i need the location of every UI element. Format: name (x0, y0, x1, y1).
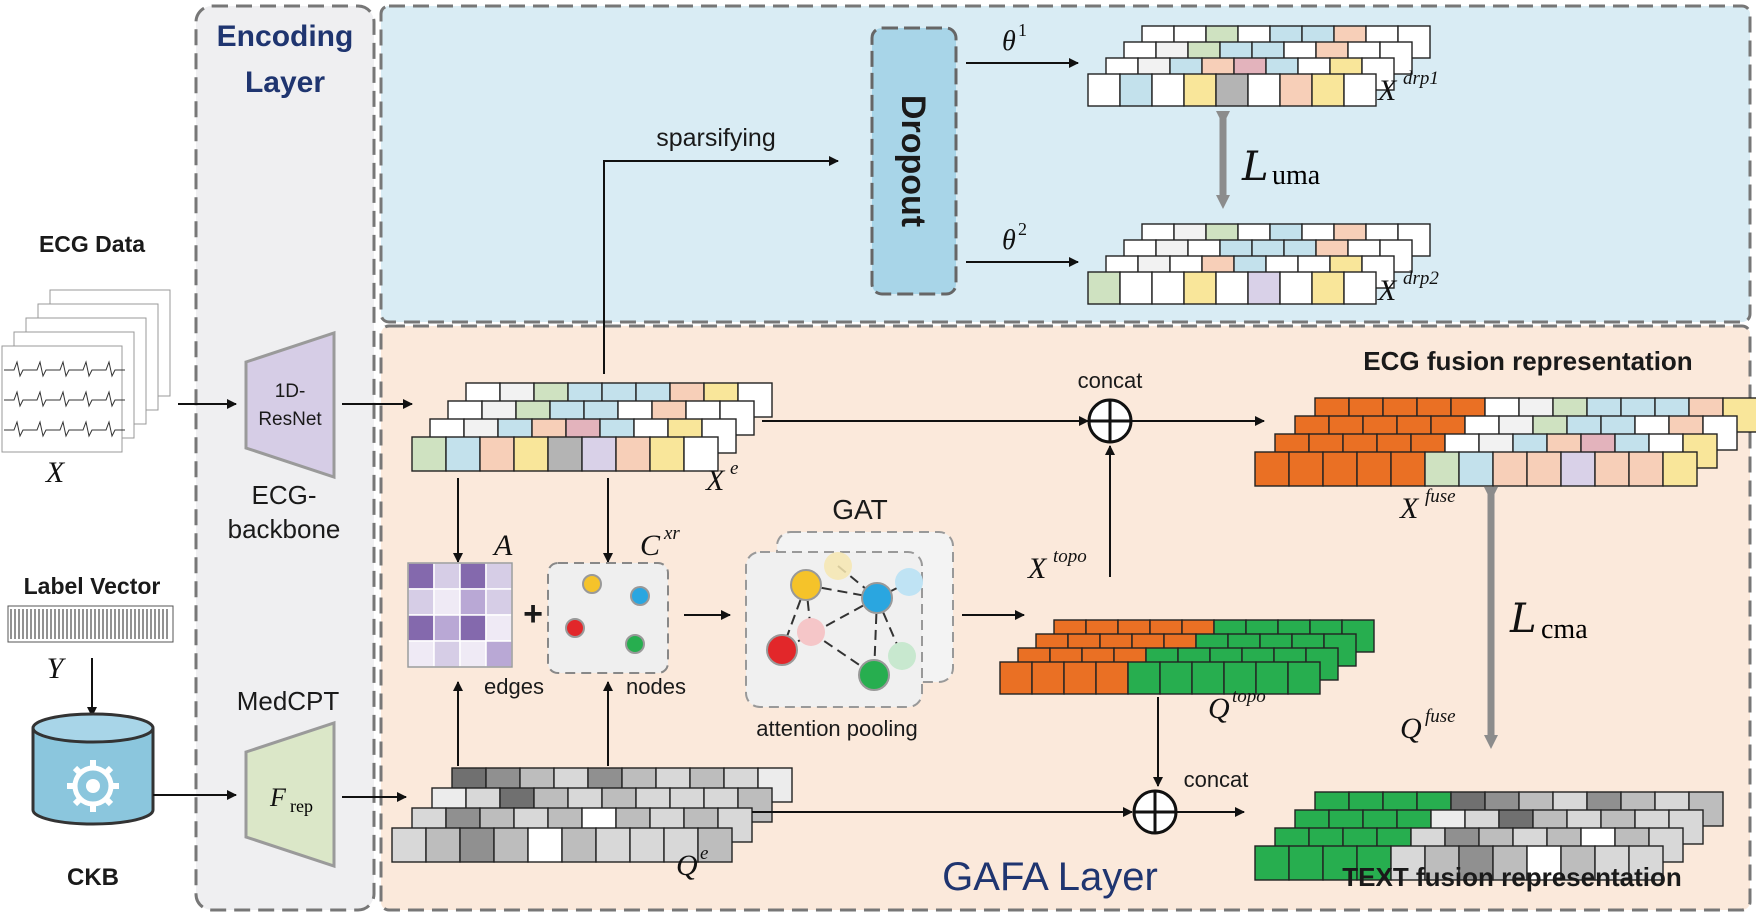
frep-trapezoid (244, 720, 336, 869)
xfuse-sup: fuse (1425, 486, 1456, 507)
ecg-data-stack (1, 289, 171, 453)
label-vector-barcode (7, 605, 174, 643)
node-yellow (582, 574, 602, 594)
cxr-base: C (640, 529, 661, 562)
qfuse-base: Q (1400, 712, 1422, 745)
resnet-label-2: ResNet (258, 409, 322, 430)
theta1-base: θ (1002, 26, 1016, 57)
xe-feature-grid (411, 382, 773, 472)
qtopo-base: Q (1208, 692, 1230, 725)
theta1-sup: 1 (1018, 20, 1027, 40)
ecg-symbol-x: X (45, 456, 66, 489)
adjacency-matrix (407, 562, 513, 668)
l-cma-main: L (1509, 596, 1537, 642)
resnet-label-1: 1D- (275, 381, 306, 402)
label-vector-title: Label Vector (24, 573, 161, 599)
xe-sup: e (730, 458, 738, 479)
xdrp1-sup: drp1 (1403, 68, 1439, 89)
concat-bottom-icon (1132, 789, 1178, 835)
ckb-database-icon (31, 712, 155, 826)
attention-pooling-label: attention pooling (756, 716, 917, 741)
xdrp2-base: X (1377, 274, 1398, 307)
topo-grid (999, 619, 1375, 695)
theta2-base: θ (1002, 225, 1016, 256)
plus-sign: + (523, 595, 543, 633)
xdrp1-base: X (1377, 74, 1398, 107)
xtopo-sup: topo (1053, 546, 1087, 567)
sparsifying-path (603, 156, 839, 374)
ecg-data-title: ECG Data (39, 231, 145, 257)
xdrp2-grid (1087, 223, 1431, 305)
qfuse-sup: fuse (1425, 706, 1456, 727)
edges-label: edges (484, 674, 544, 699)
concat-bottom-label: concat (1184, 767, 1249, 792)
l-uma-main: L (1241, 144, 1269, 190)
node-blue (630, 586, 650, 606)
cxr-sup: xr (663, 523, 680, 544)
gat-graph (745, 531, 954, 708)
qe-sup: e (700, 843, 708, 864)
encoding-layer-title-1: Encoding (217, 20, 354, 53)
a-label: A (492, 529, 513, 562)
node-green (625, 634, 645, 654)
gafa-layer-title: GAFA Layer (942, 855, 1158, 899)
encoding-layer-title-2: Layer (245, 66, 325, 99)
l-uma-sub: uma (1272, 160, 1321, 191)
backbone-label-2: backbone (228, 514, 341, 544)
uma-branch-panel (379, 4, 1752, 324)
theta2-sup: 2 (1018, 219, 1027, 239)
xfuse-base: X (1399, 492, 1420, 525)
ckb-label: CKB (67, 864, 119, 891)
backbone-label-1: ECG- (252, 480, 317, 510)
node-red (565, 618, 585, 638)
xtopo-base: X (1027, 552, 1048, 585)
qtopo-sup: topo (1232, 686, 1266, 707)
frep-sub: rep (290, 796, 313, 816)
qe-feature-grid (391, 767, 793, 863)
dropout-label: Dropout (894, 95, 932, 227)
resnet-trapezoid (244, 330, 336, 480)
gat-label: GAT (832, 494, 887, 525)
xdrp2-sup: drp2 (1403, 268, 1439, 289)
xdrp1-grid (1087, 25, 1431, 107)
text-fusion-grid (1254, 791, 1724, 881)
frep-main: F (269, 783, 287, 812)
ecg-fusion-title: ECG fusion representation (1363, 346, 1692, 376)
concat-top-label: concat (1078, 368, 1143, 393)
xe-base: X (705, 464, 726, 497)
l-cma-sub: cma (1541, 614, 1588, 645)
medcpt-label: MedCPT (237, 686, 340, 716)
sparsifying-label: sparsifying (656, 124, 776, 152)
ecg-fusion-grid (1254, 397, 1756, 487)
concat-top-icon (1087, 398, 1133, 444)
text-fusion-title: TEXT fusion representation (1342, 862, 1682, 892)
dropout-block (870, 26, 958, 296)
qe-base: Q (676, 849, 698, 882)
label-symbol-y: Y (47, 652, 67, 685)
nodes-label: nodes (626, 674, 686, 699)
nodes-box (547, 562, 669, 674)
